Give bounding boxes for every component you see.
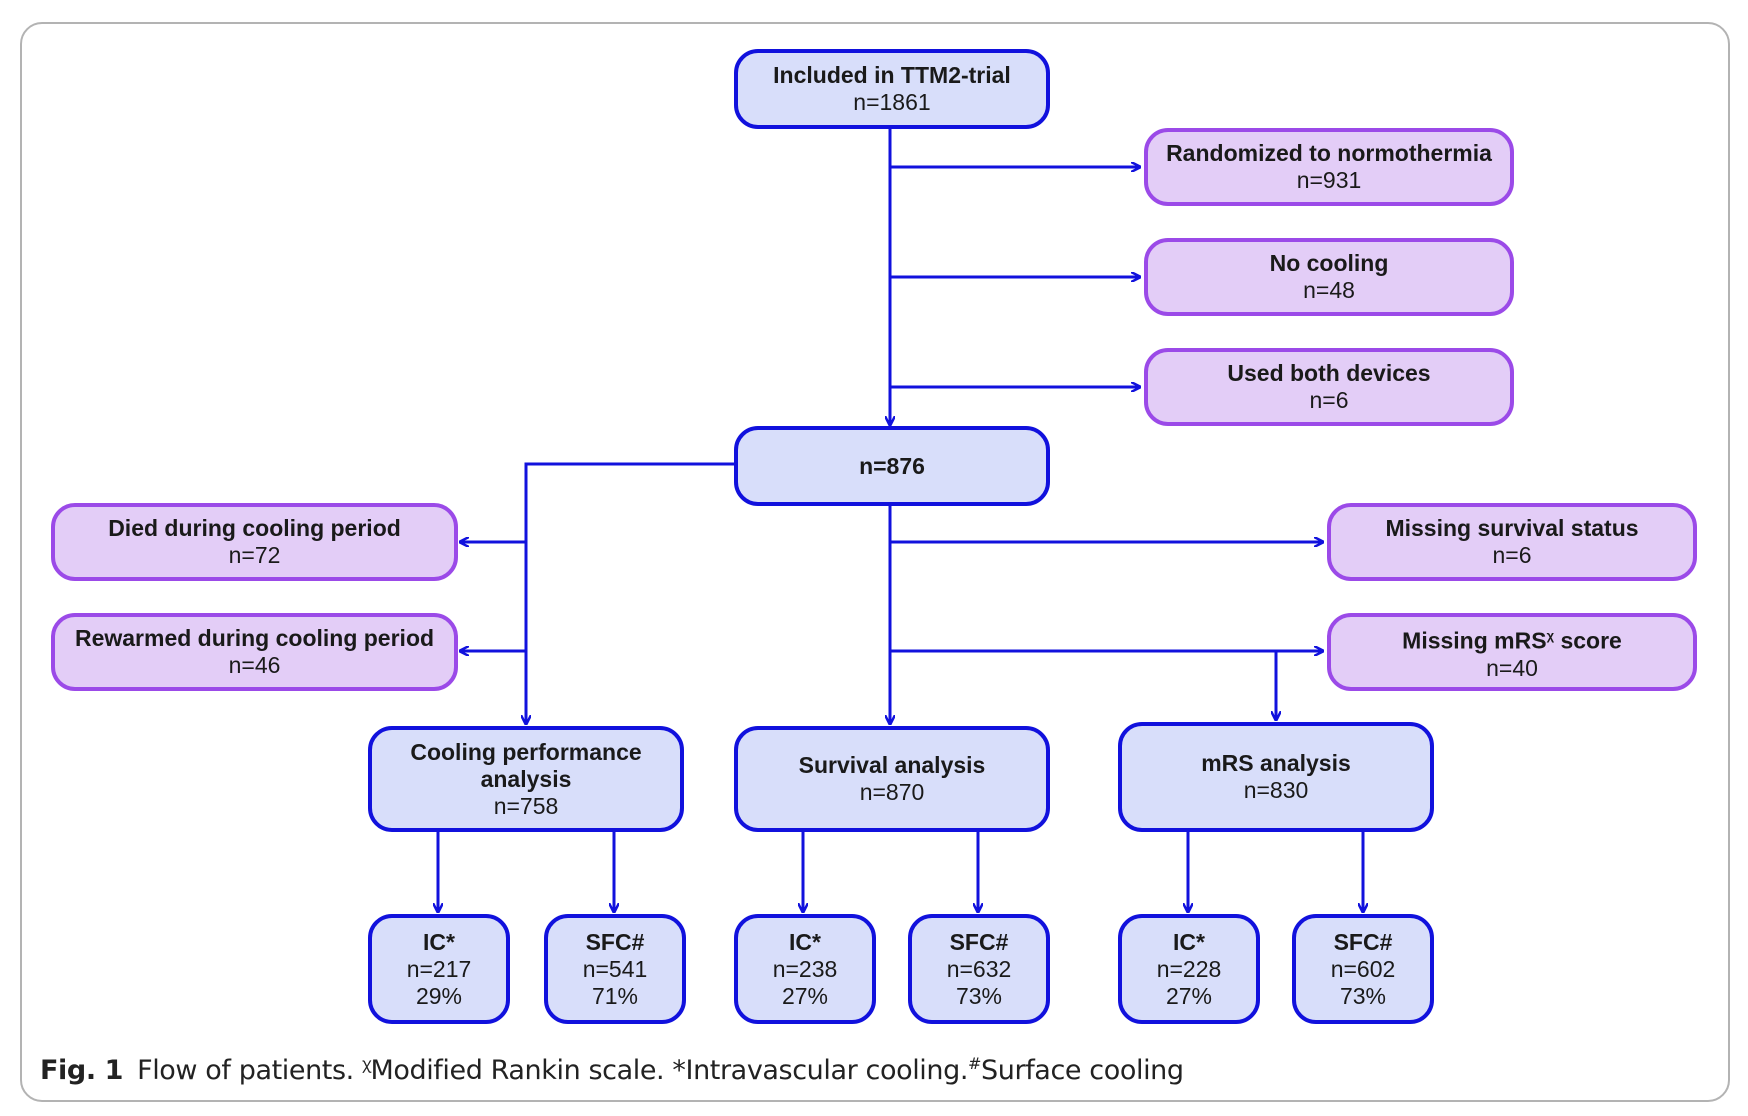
box-cp-sfc-pct: 71% — [591, 982, 639, 1009]
box-included-n: n=1861 — [853, 89, 931, 115]
box-died-n: n=72 — [228, 542, 281, 568]
box-cp-ic-n: n=217 — [406, 955, 472, 982]
box-survival-analysis-n: n=870 — [859, 779, 925, 805]
box-sv-sfc-title: SFC# — [949, 928, 1009, 955]
caption-text2: Modified Rankin scale. *Intravascular co… — [370, 1055, 969, 1086]
box-missing-survival: Missing survival status n=6 — [1327, 503, 1697, 581]
box-mrs-ic: IC* n=228 27% — [1118, 914, 1260, 1024]
arrow-n876-to-cooling — [526, 462, 734, 724]
box-missing-mrs-title-pre: Missing mRS — [1402, 627, 1547, 654]
box-mrs-ic-pct: 27% — [1165, 982, 1213, 1009]
box-normothermia: Randomized to normothermia n=931 — [1144, 128, 1514, 206]
box-mrs-sfc-pct: 73% — [1339, 982, 1387, 1009]
box-rewarmed-n: n=46 — [228, 652, 281, 678]
box-sv-sfc: SFC# n=632 73% — [908, 914, 1050, 1024]
box-mrs-analysis-title: mRS analysis — [1201, 750, 1351, 776]
box-cp-ic-pct: 29% — [415, 982, 463, 1009]
box-sv-ic-pct: 27% — [781, 982, 829, 1009]
box-both-devices-title: Used both devices — [1227, 360, 1431, 386]
box-normothermia-title: Randomized to normothermia — [1166, 140, 1492, 166]
box-no-cooling: No cooling n=48 — [1144, 238, 1514, 316]
box-cp-sfc-n: n=541 — [582, 955, 648, 982]
box-survival-analysis-title: Survival analysis — [798, 752, 986, 778]
box-included: Included in TTM2-trial n=1861 — [734, 49, 1050, 129]
box-mrs-sfc-n: n=602 — [1330, 955, 1396, 982]
box-both-devices-n: n=6 — [1309, 387, 1349, 413]
box-cooling-performance-n: n=758 — [493, 792, 559, 819]
box-mrs-analysis-n: n=830 — [1243, 777, 1309, 803]
box-sv-ic-n: n=238 — [772, 955, 838, 982]
box-n876: n=876 — [734, 426, 1050, 506]
box-rewarmed-title: Rewarmed during cooling period — [74, 625, 435, 651]
box-sv-sfc-pct: 73% — [955, 982, 1003, 1009]
box-cp-sfc-title: SFC# — [585, 928, 645, 955]
box-mrs-analysis: mRS analysis n=830 — [1118, 722, 1434, 832]
caption-sup2: # — [968, 1054, 982, 1073]
caption-fig-label: Fig. 1 — [40, 1055, 124, 1086]
box-rewarmed: Rewarmed during cooling period n=46 — [51, 613, 458, 691]
box-missing-mrs-title-post: score — [1554, 627, 1622, 654]
box-included-title: Included in TTM2-trial — [773, 62, 1011, 88]
box-cp-sfc: SFC# n=541 71% — [544, 914, 686, 1024]
box-missing-mrs: Missing mRSχ score n=40 — [1327, 613, 1697, 691]
figure-caption: Fig. 1 Flow of patients. ꭓModified Rankin… — [40, 1052, 1184, 1086]
box-cooling-performance: Cooling performance analysis n=758 — [368, 726, 684, 832]
box-no-cooling-title: No cooling — [1269, 250, 1389, 276]
box-missing-mrs-title-sup: χ — [1546, 628, 1555, 644]
box-normothermia-n: n=931 — [1296, 167, 1362, 193]
box-mrs-ic-title: IC* — [1173, 928, 1205, 955]
box-died: Died during cooling period n=72 — [51, 503, 458, 581]
box-missing-mrs-title: Missing mRSχ score — [1402, 622, 1622, 655]
box-missing-mrs-n: n=40 — [1486, 654, 1538, 681]
box-n876-title: n=876 — [859, 452, 925, 479]
box-cooling-performance-title2: analysis — [480, 765, 572, 792]
box-mrs-ic-n: n=228 — [1156, 955, 1222, 982]
box-both-devices: Used both devices n=6 — [1144, 348, 1514, 426]
box-sv-sfc-n: n=632 — [946, 955, 1012, 982]
box-died-title: Died during cooling period — [108, 515, 401, 541]
box-missing-survival-n: n=6 — [1492, 542, 1532, 568]
box-survival-analysis: Survival analysis n=870 — [734, 726, 1050, 832]
box-missing-survival-title: Missing survival status — [1385, 515, 1639, 541]
caption-text3: Surface cooling — [981, 1055, 1184, 1086]
box-mrs-sfc: SFC# n=602 73% — [1292, 914, 1434, 1024]
figure-frame — [20, 22, 1730, 1102]
box-cp-ic: IC* n=217 29% — [368, 914, 510, 1024]
caption-sup1: ꭓ — [362, 1054, 371, 1073]
box-cooling-performance-title1: Cooling performance — [410, 738, 642, 765]
box-no-cooling-n: n=48 — [1303, 277, 1355, 303]
box-sv-ic-title: IC* — [789, 928, 821, 955]
caption-text1: Flow of patients. — [137, 1055, 363, 1086]
box-sv-ic: IC* n=238 27% — [734, 914, 876, 1024]
box-mrs-sfc-title: SFC# — [1333, 928, 1393, 955]
box-cp-ic-title: IC* — [423, 928, 455, 955]
